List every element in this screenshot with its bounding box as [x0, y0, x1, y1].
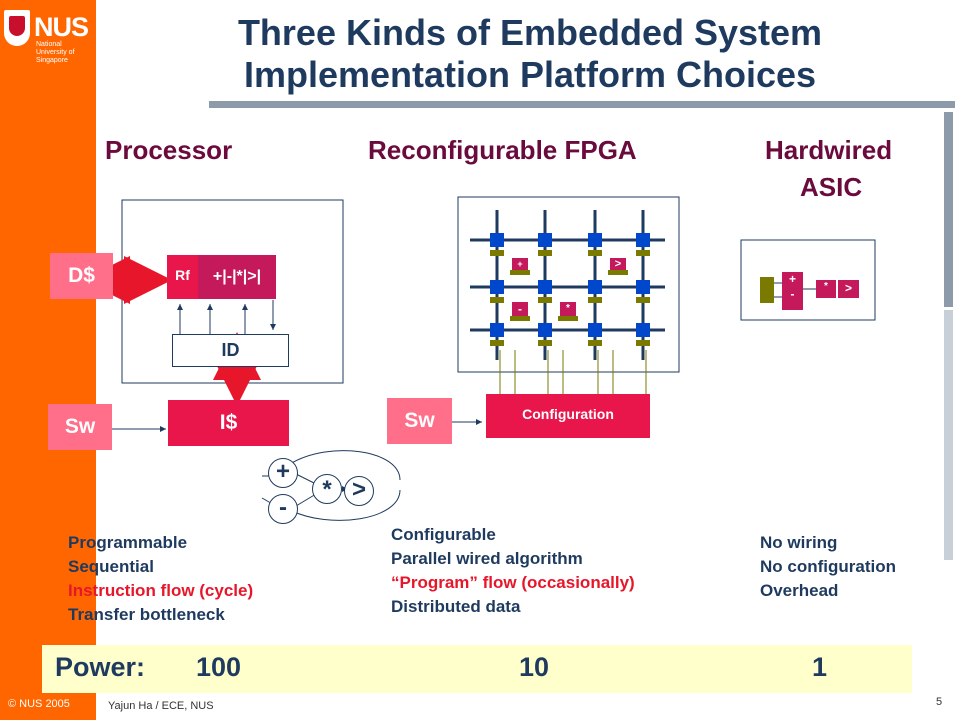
power-fpga: 10	[519, 652, 550, 682]
page-number: 5	[936, 696, 943, 708]
icache-box: I$	[168, 400, 289, 446]
asic-bullet-2: No configuration	[760, 557, 896, 576]
power-label: Power:	[55, 652, 146, 682]
processor-bullet-3: Instruction flow (cycle)	[68, 581, 254, 600]
footer-author: Yajun Ha / ECE, NUS	[108, 700, 214, 712]
asic-op-plus: +	[788, 272, 796, 286]
fpga-op-multiply: *	[560, 302, 576, 316]
power-processor: 100	[196, 652, 242, 682]
asic-bullet-1: No wiring	[760, 533, 838, 552]
alu-box: +|-|*|>|	[198, 255, 276, 299]
left-accent-bar	[0, 0, 96, 720]
fpga-software-box: Sw	[387, 398, 452, 444]
fpga-bullets: Configurable Parallel wired algorithm “P…	[391, 523, 635, 619]
fpga-op-plus: +	[512, 258, 528, 270]
instruction-decoder-box: ID	[172, 334, 289, 367]
asic-op-multiply: *	[816, 280, 836, 298]
nus-logo: NUS National University of Singapore	[0, 0, 96, 70]
op-greater: >	[344, 476, 374, 506]
op-multiply: *	[312, 474, 342, 504]
fpga-op-minus: -	[512, 302, 528, 316]
heading-fpga: Reconfigurable FPGA	[368, 135, 637, 165]
power-bar	[42, 645, 912, 693]
fpga-bullet-3: “Program” flow (occasionally)	[391, 573, 635, 592]
slide-title: Three Kinds of Embedded System Implement…	[100, 12, 960, 96]
fpga-op-greater: >	[610, 258, 626, 270]
fpga-bullet-1: Configurable	[391, 525, 496, 544]
crest-icon	[4, 10, 30, 46]
heading-processor: Processor	[105, 135, 233, 165]
configuration-box: Configuration	[486, 394, 650, 438]
fpga-bullet-4: Distributed data	[391, 597, 521, 616]
title-line-2: Implementation Platform Choices	[243, 54, 817, 95]
register-file-box: Rf	[167, 255, 198, 299]
power-asic: 1	[812, 652, 828, 682]
right-divider-light	[944, 310, 953, 560]
title-line-1: Three Kinds of Embedded System	[237, 12, 823, 53]
asic-bullets: No wiring No configuration Overhead	[760, 531, 896, 603]
asic-bullet-3: Overhead	[760, 581, 839, 600]
op-minus: -	[268, 494, 298, 524]
processor-software-box: Sw	[48, 404, 112, 450]
asic-op-greater: >	[838, 280, 859, 298]
heading-asic-2: ASIC	[800, 172, 863, 202]
asic-op-minus: -	[790, 287, 795, 301]
asic-op-plus-minus: + -	[782, 272, 803, 310]
processor-bullets: Programmable Sequential Instruction flow…	[68, 531, 253, 627]
heading-asic-1: Hardwired	[765, 135, 893, 165]
op-plus: +	[268, 458, 298, 488]
title-underline	[209, 101, 955, 108]
fpga-bullet-2: Parallel wired algorithm	[391, 549, 583, 568]
processor-bullet-1: Programmable	[68, 533, 188, 552]
logo-text: NUS	[34, 12, 89, 42]
logo-subtitle: National University of Singapore	[36, 41, 75, 64]
footer-copyright: © NUS 2005	[8, 698, 70, 710]
dcache-box: D$	[50, 253, 113, 299]
right-divider	[944, 112, 953, 307]
processor-bullet-2: Sequential	[68, 557, 154, 576]
processor-bullet-4: Transfer bottleneck	[68, 605, 225, 624]
